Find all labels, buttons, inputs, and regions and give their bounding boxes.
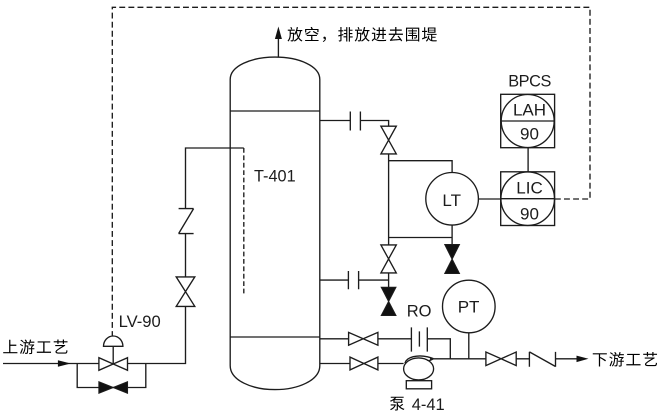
svg-text:PT: PT	[458, 298, 480, 317]
svg-text:T-401: T-401	[254, 168, 296, 186]
svg-text:90: 90	[520, 124, 539, 143]
svg-text:LIC: LIC	[516, 178, 542, 197]
svg-text:RO: RO	[407, 303, 432, 321]
svg-text:BPCS: BPCS	[508, 73, 551, 91]
svg-text:90: 90	[520, 205, 539, 224]
svg-text:4-41: 4-41	[412, 396, 445, 414]
svg-text:LAH: LAH	[513, 101, 546, 120]
svg-text:LV-90: LV-90	[119, 312, 161, 331]
svg-text:LT: LT	[442, 191, 461, 210]
